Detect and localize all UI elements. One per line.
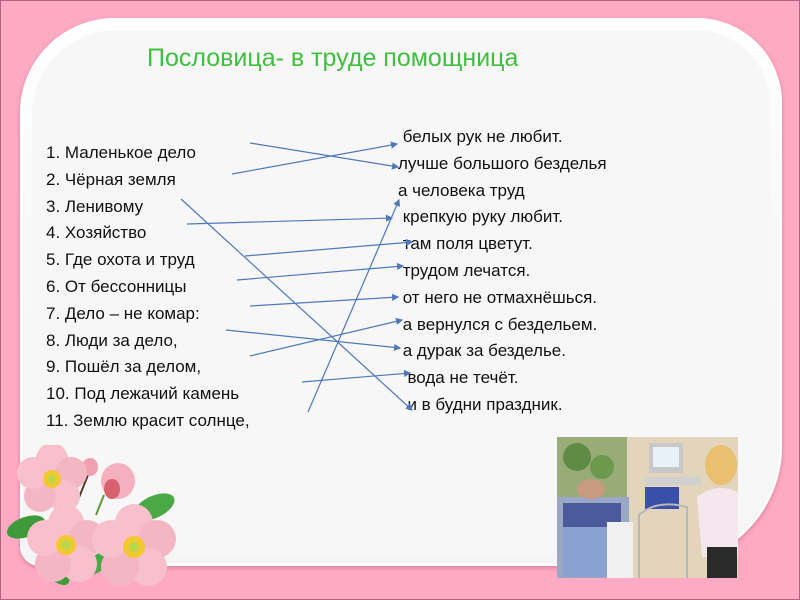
proverb-ending: от него не отмахнёшься. [398, 287, 598, 307]
proverb-ending: а человека труд [398, 180, 525, 200]
proverb-beginning: 1. Маленькое дело [46, 143, 196, 162]
pink-flowers-icon [6, 445, 176, 586]
photo-illustration [557, 437, 738, 578]
slide-title: Пословица- в труде помощница [147, 44, 519, 72]
proverb-ending: вода не течёт. [398, 368, 519, 388]
proverb-ending: а дурак за безделье. [398, 341, 566, 361]
proverb-ending: крепкую руку любит. [398, 207, 564, 227]
proverb-beginning: 8. Люди за дело, [46, 330, 178, 350]
proverb-ending: лучше большого безделья [398, 153, 607, 173]
proverb-beginning: 5. Где охота и труд [46, 250, 195, 270]
proverb-ending: и в будни праздник. [398, 394, 563, 414]
proverb-beginning: 11. Землю красит солнце, [46, 410, 250, 430]
proverb-beginning: 6. От бессонницы [46, 276, 187, 296]
proverb-beginnings-list: 1. Маленькое дело 2. Чёрная земля 3. Лен… [46, 140, 250, 435]
proverb-endings-list: белых рук не любит. лучше большого безде… [398, 124, 607, 419]
proverb-ending: а вернулся с бездельем. [398, 314, 598, 334]
proverb-beginning: 10. Под лежачий камень [46, 384, 240, 404]
proverb-ending: там поля цветут. [398, 234, 533, 254]
proverb-beginning: 7. Дело – не комар: [46, 303, 200, 323]
proverb-ending: трудом лечатся. [398, 260, 531, 280]
proverb-beginning: 4. Хозяйство [46, 223, 147, 243]
proverb-beginning: 3. Ленивому [46, 196, 144, 216]
proverb-beginning: 9. Пошёл за делом, [46, 357, 202, 377]
physiotherapy-photo [557, 437, 738, 578]
proverb-beginning: 2. Чёрная земля [46, 169, 176, 189]
proverb-ending: белых рук не любит. [398, 127, 563, 146]
